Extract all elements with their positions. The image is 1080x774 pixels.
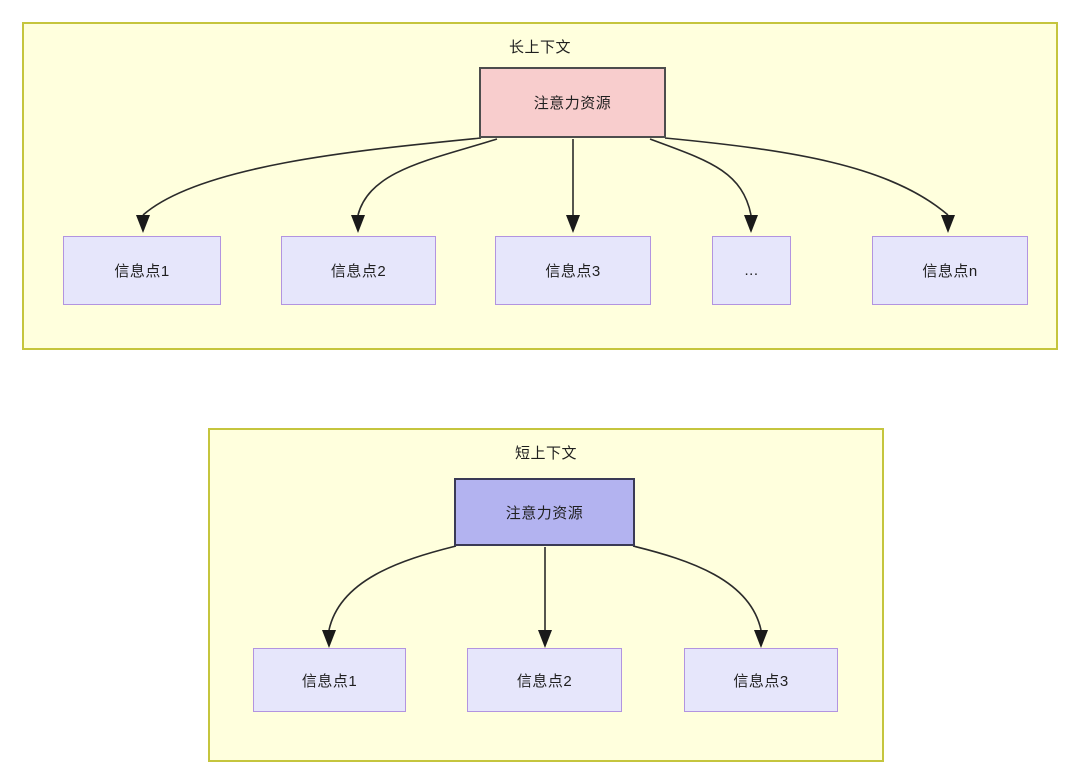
node-label: 信息点n bbox=[922, 263, 978, 280]
node-label: 信息点3 bbox=[733, 672, 789, 690]
panel-short-context-title: 短上下文 bbox=[514, 445, 577, 462]
node-short-context-info-1[interactable]: 信息点1 bbox=[253, 648, 406, 712]
node-short-context-info-2[interactable]: 信息点2 bbox=[467, 648, 622, 712]
node-label: ... bbox=[744, 262, 759, 279]
node-short-context-info-3[interactable]: 信息点3 bbox=[684, 648, 838, 712]
node-long-context-info-ellipsis[interactable]: ... bbox=[712, 236, 791, 305]
node-long-context-info-2[interactable]: 信息点2 bbox=[281, 236, 436, 305]
node-label: 注意力资源 bbox=[505, 504, 584, 522]
node-short-context-attention-resource[interactable]: 注意力资源 bbox=[454, 478, 635, 546]
node-long-context-info-n[interactable]: 信息点n bbox=[872, 236, 1028, 305]
node-long-context-info-1[interactable]: 信息点1 bbox=[63, 236, 221, 305]
node-label: 信息点1 bbox=[114, 263, 170, 280]
node-label: 信息点2 bbox=[516, 672, 573, 690]
node-label: 信息点2 bbox=[330, 263, 387, 280]
node-long-context-info-3[interactable]: 信息点3 bbox=[495, 236, 651, 305]
node-label: 信息点3 bbox=[545, 263, 601, 280]
node-long-context-attention-resource[interactable]: 注意力资源 bbox=[479, 67, 666, 138]
node-label: 信息点1 bbox=[301, 672, 358, 690]
panel-long-context-title: 长上下文 bbox=[508, 39, 571, 56]
node-label: 注意力资源 bbox=[533, 95, 612, 112]
